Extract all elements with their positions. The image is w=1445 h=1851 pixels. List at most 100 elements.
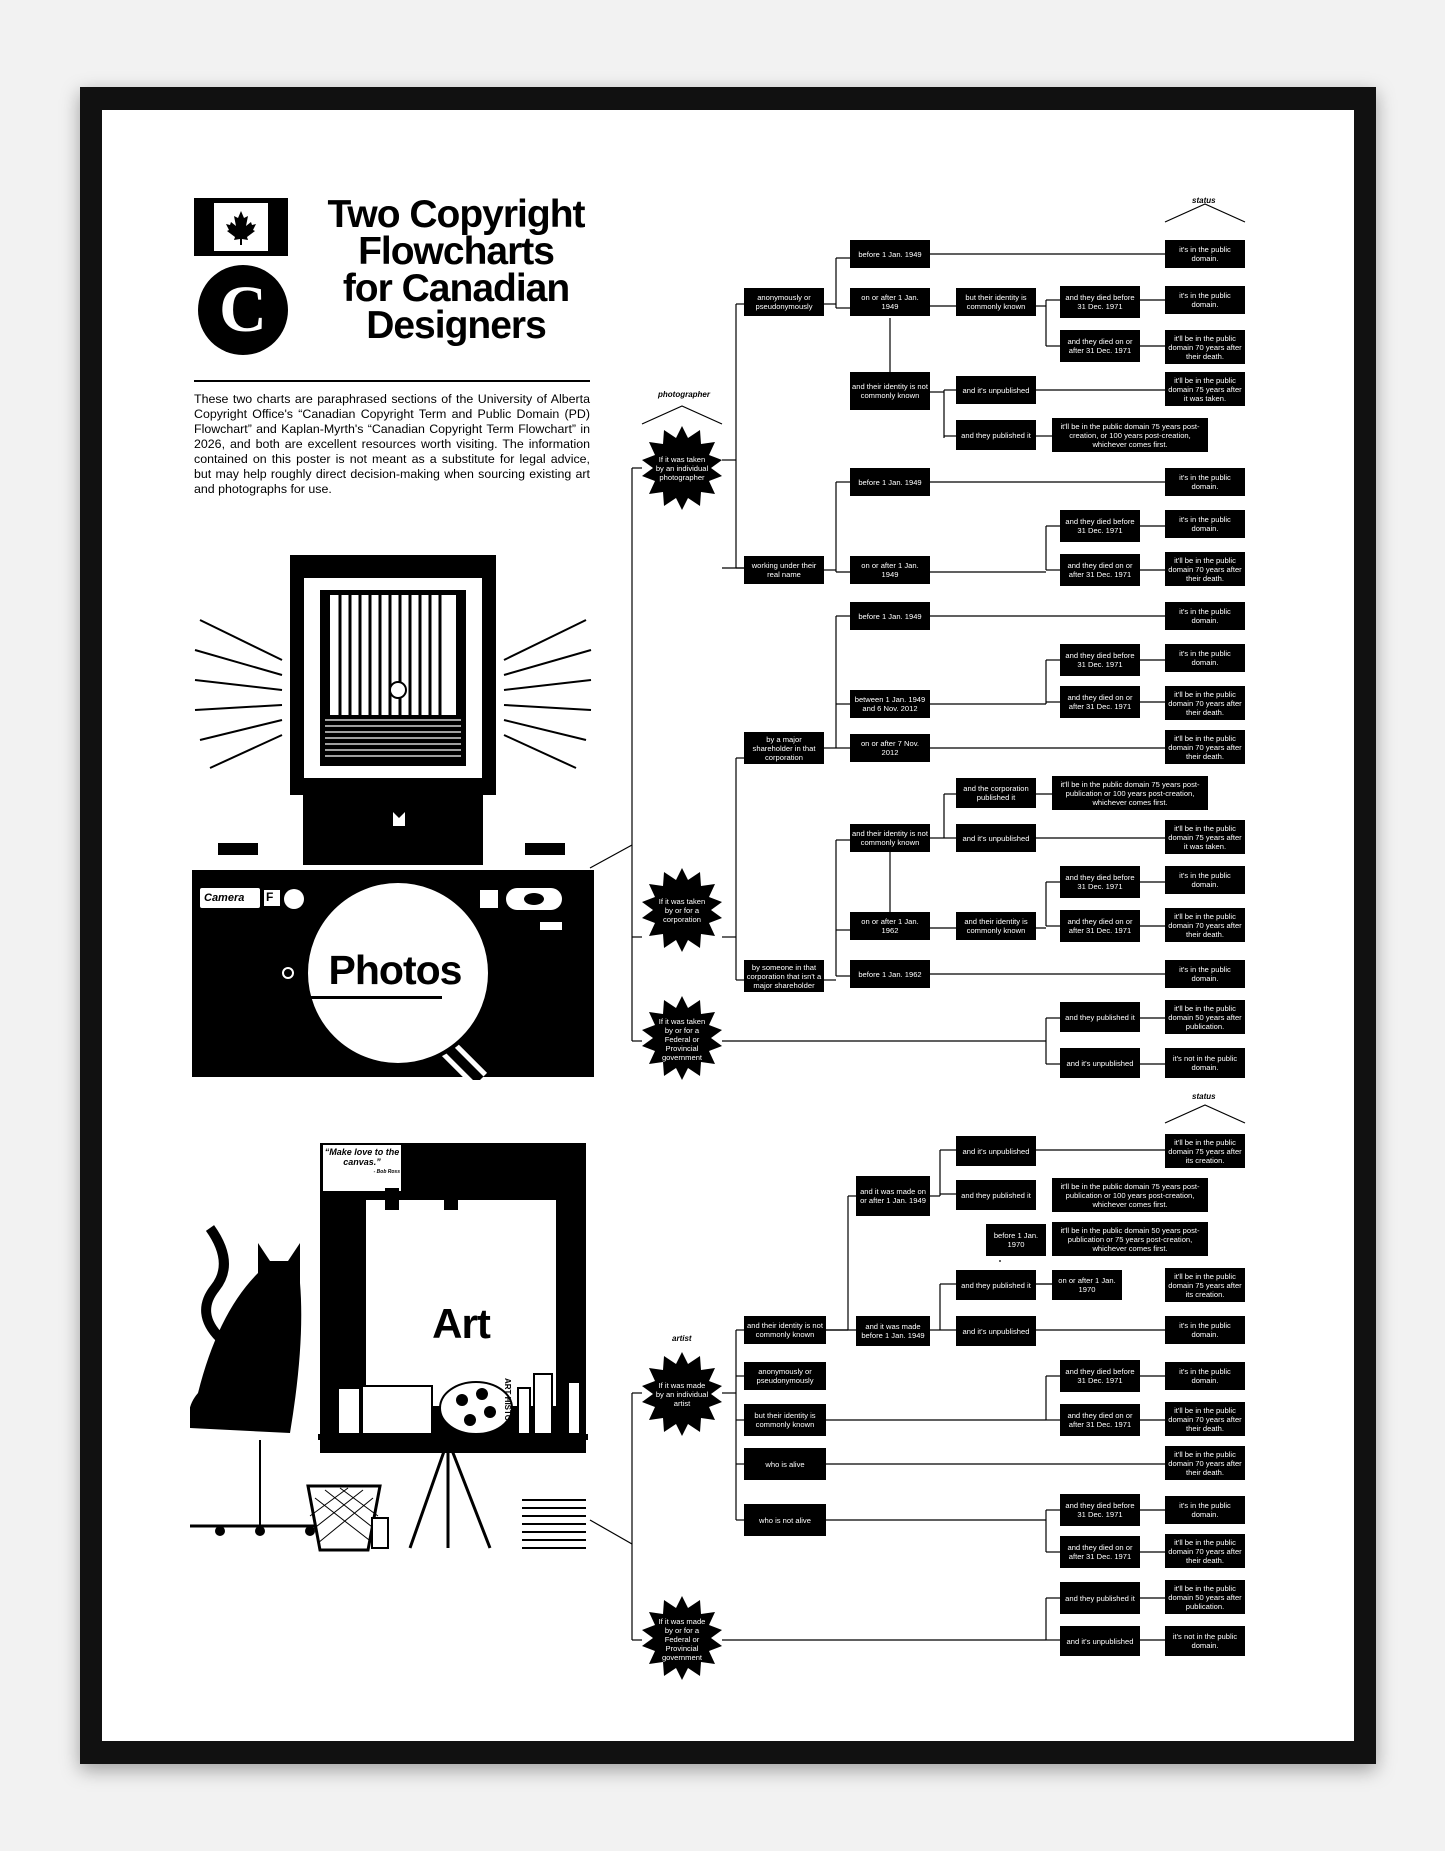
node-before-1949-c: before 1 Jan. 1949 — [850, 602, 930, 630]
status-p3: it'll be in the public domain 70 years a… — [1165, 330, 1245, 364]
camera-badge: F — [266, 890, 274, 904]
art-node-alive: who is alive — [744, 1448, 826, 1480]
page-title: Two Copyright Flowcharts for Canadian De… — [327, 193, 585, 347]
art-node-after-1970: on or after 1 Jan. 1970 — [1052, 1270, 1122, 1300]
node-died-after-b: and they died on or after 31 Dec. 1971 — [1060, 554, 1140, 586]
status-p5: it'll be in the public domain 75 years p… — [1052, 418, 1208, 452]
art-node-not-alive: who is not alive — [744, 1504, 826, 1536]
art-node-not-known: and their identity is not commonly known — [744, 1316, 826, 1344]
status-p8: it'll be in the public domain 70 years a… — [1165, 552, 1245, 586]
node-died-after-d: and they died on or after 31 Dec. 1971 — [1060, 910, 1140, 942]
art-node-died-after-1: and they died on or after 31 Dec. 1971 — [1060, 1404, 1140, 1436]
art-start-individual: If it was made by an individual artist — [640, 1352, 724, 1436]
status-a7: it'll be in the public domain 70 years a… — [1165, 1402, 1245, 1436]
node-gov-published: and they published it — [1060, 1002, 1140, 1032]
node-not-known-a: and their identity is not commonly known — [850, 372, 930, 410]
sign-quote: “Make love to the canvas.” — [324, 1147, 400, 1167]
node-died-before-a: and they died before 31 Dec. 1971 — [1060, 286, 1140, 318]
status-p2: it's in the public domain. — [1165, 286, 1245, 314]
canada-flag-icon — [194, 198, 288, 256]
node-between-c: between 1 Jan. 1949 and 6 Nov. 2012 — [850, 690, 930, 718]
art-node-unpublished-2: and it's unpublished — [956, 1316, 1036, 1346]
status-p13: it'll be in the public domain 75 years p… — [1052, 776, 1208, 810]
status-p19: it's not in the public domain. — [1165, 1048, 1245, 1078]
node-before-1949-a: before 1 Jan. 1949 — [850, 240, 930, 268]
node-known-d: and their identity is commonly known — [956, 912, 1036, 940]
camera-brand-label: Camera — [204, 892, 245, 904]
status-p1: it's in the public domain. — [1165, 240, 1245, 268]
node-before-1949-b: before 1 Jan. 1949 — [850, 468, 930, 496]
art-node-gov-unpublished: and it's unpublished — [1060, 1626, 1140, 1656]
node-minor-shareholder: by someone in that corporation that isn'… — [744, 960, 824, 992]
camera-illustration — [192, 555, 594, 1080]
status-p4: it'll be in the public domain 75 years a… — [1165, 372, 1245, 406]
node-gov-unpublished: and it's unpublished — [1060, 1048, 1140, 1078]
status-p18: it'll be in the public domain 50 years a… — [1165, 1000, 1245, 1034]
node-anonymously: anonymously or pseudonymously — [744, 288, 824, 316]
art-illustration — [190, 1143, 588, 1552]
node-died-before-d: and they died before 31 Dec. 1971 — [1060, 866, 1140, 898]
photos-start-government: If it was taken by or for a Federal or P… — [640, 996, 724, 1080]
status-a12: it's not in the public domain. — [1165, 1626, 1245, 1656]
status-p14: it'll be in the public domain 75 years a… — [1165, 820, 1245, 854]
status-a5: it's in the public domain. — [1165, 1316, 1245, 1344]
node-unpublished-a: and it's unpublished — [956, 376, 1036, 404]
art-node-before-1970: before 1 Jan. 1970 — [986, 1224, 1046, 1256]
status-a6: it's in the public domain. — [1165, 1362, 1245, 1390]
node-not-known-d: and their identity is not commonly known — [850, 824, 930, 852]
art-node-published-1: and they published it — [956, 1180, 1036, 1210]
art-node-before-1949: and it was made before 1 Jan. 1949 — [856, 1316, 930, 1346]
art-start-government: If it was made by or for a Federal or Pr… — [640, 1596, 724, 1680]
art-node-died-before-1: and they died before 31 Dec. 1971 — [1060, 1360, 1140, 1392]
status-p10: it's in the public domain. — [1165, 644, 1245, 672]
art-node-died-before-2: and they died before 31 Dec. 1971 — [1060, 1494, 1140, 1526]
node-major-shareholder: by a major shareholder in that corporati… — [744, 732, 824, 764]
status-p17: it's in the public domain. — [1165, 960, 1245, 988]
art-role-label: artist — [672, 1334, 692, 1343]
art-node-unpublished-1: and it's unpublished — [956, 1136, 1036, 1166]
node-died-after-c: and they died on or after 31 Dec. 1971 — [1060, 686, 1140, 718]
node-real-name: working under their real name — [744, 556, 824, 584]
art-quote-sign: “Make love to the canvas.” - Bob Ross — [324, 1147, 400, 1177]
node-corp-published-d: and the corporation published it — [956, 778, 1036, 808]
node-died-after-a: and they died on or after 31 Dec. 1971 — [1060, 330, 1140, 362]
status-a1: it'll be in the public domain 75 years a… — [1165, 1134, 1245, 1168]
photos-start-corporation: If it was taken by or for a corporation — [640, 868, 724, 952]
status-p6: it's in the public domain. — [1165, 468, 1245, 496]
status-p9: it's in the public domain. — [1165, 602, 1245, 630]
node-after-1949-a: on or after 1 Jan. 1949 — [850, 288, 930, 316]
node-before-1962-d: before 1 Jan. 1962 — [850, 960, 930, 988]
node-unpublished-d: and it's unpublished — [956, 824, 1036, 852]
photos-role-label: photographer — [658, 390, 710, 399]
status-p16: it'll be in the public domain 70 years a… — [1165, 908, 1245, 942]
status-a4: it'll be in the public domain 75 years a… — [1165, 1268, 1245, 1302]
copyright-icon: C — [198, 265, 288, 355]
node-died-before-c: and they died before 31 Dec. 1971 — [1060, 644, 1140, 676]
status-a11: it'll be in the public domain 50 years a… — [1165, 1580, 1245, 1614]
art-status-label: status — [1192, 1092, 1216, 1101]
status-p15: it's in the public domain. — [1165, 866, 1245, 894]
node-known-a: but their identity is commonly known — [956, 288, 1036, 316]
status-p12: it'll be in the public domain 70 years a… — [1165, 730, 1245, 764]
node-after-1949-b: on or after 1 Jan. 1949 — [850, 556, 930, 584]
art-section-title: Art — [432, 1300, 491, 1347]
node-died-before-b: and they died before 31 Dec. 1971 — [1060, 510, 1140, 542]
title-divider — [194, 380, 590, 382]
photos-section-title: Photos — [328, 947, 463, 993]
status-a9: it's in the public domain. — [1165, 1496, 1245, 1524]
intro-paragraph: These two charts are paraphrased section… — [194, 392, 590, 496]
status-a10: it'll be in the public domain 70 years a… — [1165, 1534, 1245, 1568]
status-a2: it'll be in the public domain 75 years p… — [1052, 1178, 1208, 1212]
art-node-after-1949: and it was made on or after 1 Jan. 1949 — [856, 1176, 930, 1216]
node-published-a: and they published it — [956, 420, 1036, 450]
art-node-published-2: and they published it — [956, 1270, 1036, 1300]
art-node-gov-published: and they published it — [1060, 1582, 1140, 1614]
node-after-1962-d: on or after 1 Jan. 1962 — [850, 912, 930, 940]
art-node-anonymously: anonymously or pseudonymously — [744, 1362, 826, 1390]
status-a8: it'll be in the public domain 70 years a… — [1165, 1446, 1245, 1480]
status-a3: it'll be in the public domain 50 years p… — [1052, 1222, 1208, 1256]
status-p11: it'll be in the public domain 70 years a… — [1165, 686, 1245, 720]
art-node-died-after-2: and they died on or after 31 Dec. 1971 — [1060, 1536, 1140, 1568]
photos-status-label: status — [1192, 196, 1216, 205]
